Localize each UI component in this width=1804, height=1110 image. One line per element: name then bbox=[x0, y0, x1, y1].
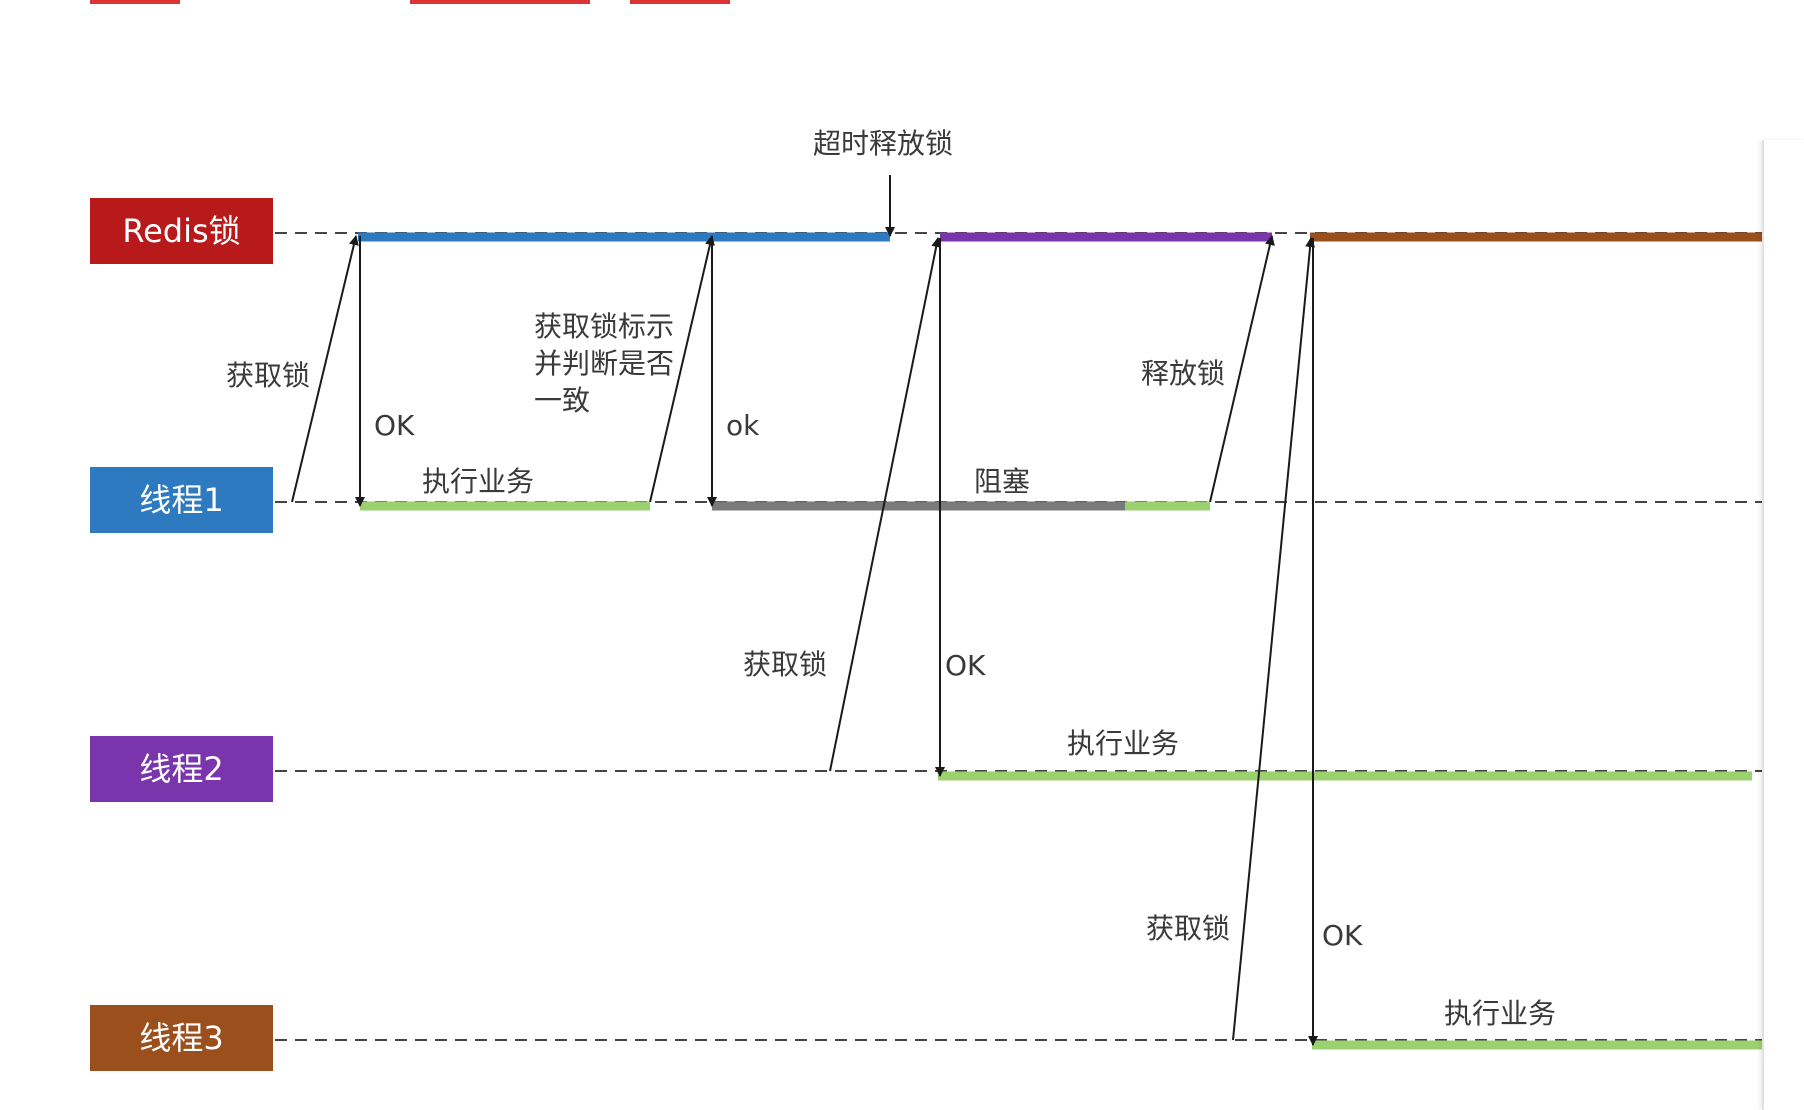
t2-exec-label: 执行业务 bbox=[1067, 727, 1180, 760]
t1-release-label: 释放锁 bbox=[1141, 357, 1226, 390]
t3-acquire-arrow bbox=[1232, 237, 1316, 1041]
t3-acquire-label: 获取锁 bbox=[1146, 912, 1231, 945]
t2-ok-label: OK bbox=[945, 649, 986, 682]
t1-ok-label: OK bbox=[374, 409, 415, 442]
t1-acquire-label: 获取锁 bbox=[226, 359, 311, 392]
t1-check-label: 获取锁标示 并判断是否 一致 bbox=[534, 308, 690, 419]
t1-acquire-arrow bbox=[291, 235, 359, 503]
t1-blocked-label: 阻塞 bbox=[974, 465, 1031, 498]
t3-exec-label: 执行业务 bbox=[1444, 997, 1557, 1030]
thread1-lane-text: 线程1 bbox=[139, 481, 224, 519]
t1-check-label-line2: 并判断是否 bbox=[534, 347, 675, 380]
t1-check-arrow bbox=[649, 235, 715, 503]
t2-acquire-label: 获取锁 bbox=[743, 648, 828, 681]
adjacent-panel-edge bbox=[1762, 140, 1804, 1110]
timeout-release-label: 超时释放锁 bbox=[813, 127, 954, 160]
t1-check-label-line1: 获取锁标示 bbox=[534, 310, 675, 343]
t1-check-label-line3: 一致 bbox=[534, 384, 591, 417]
thread3-lane-label: 线程3 bbox=[90, 1005, 273, 1071]
t1-exec-label: 执行业务 bbox=[422, 465, 535, 498]
thread3-lane-text: 线程3 bbox=[139, 1019, 224, 1057]
redis-lock-lane-label: Redis锁 bbox=[90, 198, 273, 264]
cropped-title-fragment bbox=[90, 0, 750, 4]
thread2-lane-text: 线程2 bbox=[139, 750, 224, 788]
t3-ok-label: OK bbox=[1322, 919, 1363, 952]
t2-acquire-arrow bbox=[829, 237, 942, 772]
thread2-lane-label: 线程2 bbox=[90, 736, 273, 802]
t1-ok2-label: ok bbox=[726, 409, 760, 442]
redis-lock-lane-text: Redis锁 bbox=[122, 212, 241, 250]
t1-release-arrow bbox=[1209, 235, 1275, 503]
thread1-lane-label: 线程1 bbox=[90, 467, 273, 533]
